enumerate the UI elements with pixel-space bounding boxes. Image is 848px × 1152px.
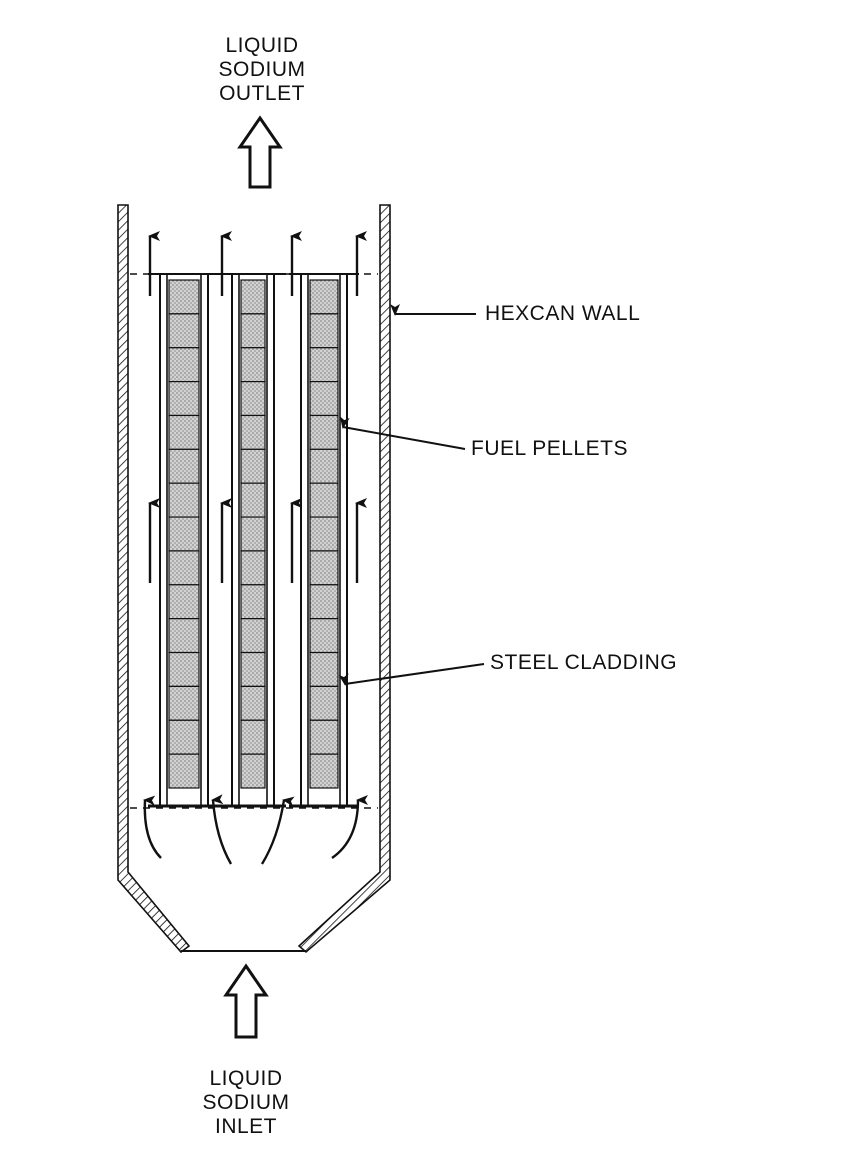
fuel-pins	[148, 273, 359, 808]
fuel-pellet	[309, 584, 339, 620]
fuel-pellet	[309, 381, 339, 417]
inlet-arrow	[223, 963, 269, 1039]
fuel-pellet	[168, 584, 200, 620]
fuel-pellet	[168, 448, 200, 484]
flow-arrow	[143, 795, 162, 859]
fuel-pellet	[168, 651, 200, 687]
fuel-pin	[289, 273, 359, 808]
fuel-pellet	[309, 414, 339, 450]
leader-lines	[338, 304, 485, 686]
fuel-pellet	[309, 448, 339, 484]
fuel-pellet	[240, 279, 266, 315]
fuel-pellets-label: FUEL PELLETS	[471, 437, 628, 460]
fuel-pellet	[309, 347, 339, 383]
hexcan-wall	[117, 204, 391, 954]
fuel-pellet	[240, 753, 266, 789]
flow-arrow	[211, 794, 233, 865]
fuel-pellet	[309, 550, 339, 586]
hexcan-wall-label: HEXCAN WALL	[485, 302, 641, 325]
fuel-pellet	[309, 618, 339, 654]
flow-arrow	[260, 796, 295, 865]
fuel-pellet	[240, 516, 266, 552]
fuel-pellet	[168, 313, 200, 349]
fuel-pellet	[240, 347, 266, 383]
fuel-pellet	[240, 550, 266, 586]
fuel-pellet	[309, 719, 339, 755]
fuel-pellet	[168, 516, 200, 552]
flow-arrow	[331, 795, 369, 859]
fuel-pellet	[168, 618, 200, 654]
outlet-arrow	[237, 115, 283, 189]
fuel-pellet	[240, 651, 266, 687]
fuel-pellet	[309, 482, 339, 518]
inlet-label: LIQUID SODIUM INLET	[202, 1067, 290, 1138]
fuel-pellet	[240, 719, 266, 755]
fuel-pellet	[168, 347, 200, 383]
fuel-pellet	[309, 753, 339, 789]
fuel-pellet	[168, 381, 200, 417]
fuel-pellet	[309, 651, 339, 687]
fuel-pellets-leader	[339, 416, 466, 450]
fuel-pellet	[168, 482, 200, 518]
fuel-pin	[148, 273, 220, 808]
fuel-pellet	[168, 550, 200, 586]
fuel-pellet	[309, 313, 339, 349]
fuel-pin	[220, 273, 286, 808]
fuel-pellet	[309, 685, 339, 721]
fuel-pellet	[240, 685, 266, 721]
fuel-pellet	[240, 448, 266, 484]
fuel-pellet	[240, 381, 266, 417]
fuel-pellet	[240, 482, 266, 518]
steel-cladding-label: STEEL CLADDING	[490, 651, 678, 674]
outlet-label: LIQUID SODIUM OUTLET	[218, 34, 306, 105]
fuel-pellet	[168, 685, 200, 721]
fuel-pellet	[240, 313, 266, 349]
fuel-pellet	[309, 516, 339, 552]
coolant-flow-arrows	[143, 231, 369, 865]
fuel-pellet	[168, 719, 200, 755]
fuel-pellet	[168, 414, 200, 450]
fuel-pellet	[240, 414, 266, 450]
fuel-pellet	[240, 618, 266, 654]
fuel-pellet	[309, 279, 339, 315]
steel-cladding-leader	[338, 663, 485, 686]
fuel-pellet	[168, 753, 200, 789]
fuel-pellet	[168, 279, 200, 315]
fuel-pellet	[240, 584, 266, 620]
